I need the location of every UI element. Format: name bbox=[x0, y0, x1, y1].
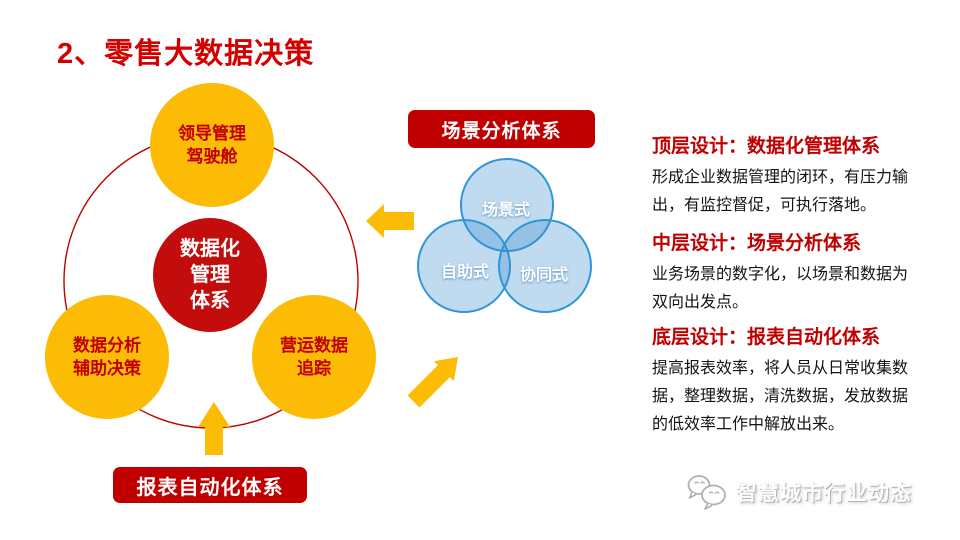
detail-body: 形成企业数据管理的闭环，有压力输出，有监控督促，可执行落地。 bbox=[652, 169, 909, 214]
arrow-up-icon bbox=[198, 402, 230, 455]
footer-brand: 智慧城市行业动态 bbox=[684, 472, 912, 512]
banner-scene-analysis: 场景分析体系 bbox=[408, 110, 595, 148]
cycle-node-label: 营运数据 追踪 bbox=[280, 336, 348, 378]
detail-block-top-design: 顶层设计：数据化管理体系 形成企业数据管理的闭环，有压力输出，有监控督促，可执行… bbox=[652, 131, 922, 220]
arrow-left-icon bbox=[366, 204, 414, 238]
slide-title: 2、零售大数据决策 bbox=[57, 38, 315, 70]
detail-body: 业务场景的数字化，以场景和数据为双向出发点。 bbox=[652, 266, 909, 311]
wechat-icon bbox=[687, 475, 726, 510]
detail-heading: 中层设计：场景分析体系 bbox=[652, 233, 862, 254]
venn-label-collaborative: 协同式 bbox=[519, 267, 568, 284]
cycle-node-label: 领导管理 驾驶舱 bbox=[178, 124, 246, 166]
banner-label: 场景分析体系 bbox=[441, 120, 562, 142]
venn-circle-collaborative bbox=[498, 219, 592, 313]
venn-label-scene: 场景式 bbox=[481, 202, 530, 219]
cycle-node-center: 数据化 管理 体系 bbox=[153, 218, 267, 332]
cycle-node-leadership: 领导管理 驾驶舱 bbox=[150, 83, 274, 207]
detail-block-middle-design: 中层设计：场景分析体系 业务场景的数字化，以场景和数据为双向出发点。 bbox=[652, 228, 922, 317]
arrow-diagonal-icon bbox=[407, 357, 458, 408]
brand-name: 智慧城市行业动态 bbox=[736, 482, 912, 505]
cycle-center-label: 数据化 管理 体系 bbox=[180, 238, 240, 312]
banner-label: 报表自动化体系 bbox=[136, 476, 284, 499]
cycle-node-analysis: 数据分析 辅助决策 bbox=[45, 295, 169, 419]
detail-heading: 底层设计：报表自动化体系 bbox=[652, 327, 881, 348]
cycle-node-operations: 营运数据 追踪 bbox=[252, 295, 376, 419]
venn-label-selfservice: 自助式 bbox=[440, 264, 489, 281]
detail-heading: 顶层设计：数据化管理体系 bbox=[652, 136, 881, 157]
detail-body: 提高报表效率，将人员从日常收集数据，整理数据，清洗数据，发放数据的低效率工作中解… bbox=[652, 360, 909, 433]
cycle-node-label: 数据分析 辅助决策 bbox=[73, 336, 141, 378]
detail-block-bottom-design: 底层设计：报表自动化体系 提高报表效率，将人员从日常收集数据，整理数据，清洗数据… bbox=[652, 322, 922, 439]
banner-report-automation: 报表自动化体系 bbox=[113, 467, 307, 503]
